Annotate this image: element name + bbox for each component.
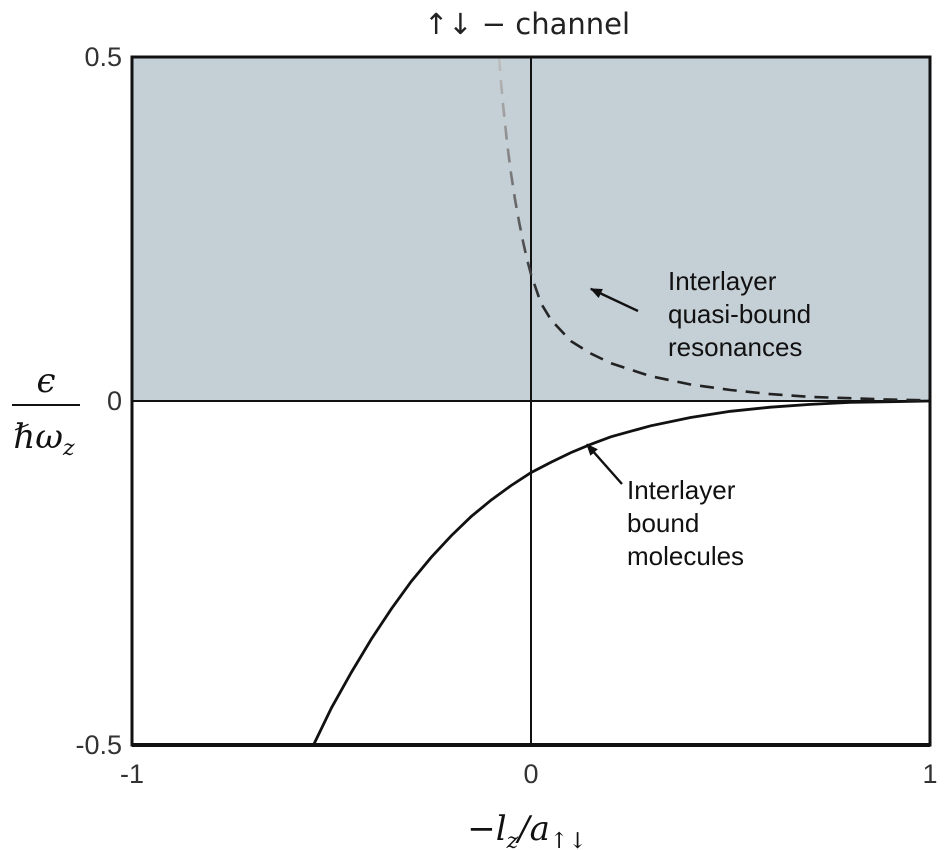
- zero-axes: [132, 57, 930, 745]
- x-tick-label: 1: [922, 759, 937, 789]
- annotation-line: Interlayer: [668, 266, 777, 296]
- annotation-line: molecules: [627, 541, 744, 571]
- x-axis-label-sub2: ↑↓: [550, 829, 587, 850]
- x-tick-label: 0: [523, 759, 538, 789]
- y-tick-label: 0: [107, 386, 122, 416]
- y-tick-label: 0.5: [84, 42, 122, 72]
- plot-frame: [130, 55, 932, 747]
- annotation-arrow: [585, 443, 623, 485]
- annotation-line: resonances: [668, 332, 802, 362]
- y-axis-label-numerator: ϵ: [36, 361, 55, 401]
- annotation-line: bound: [627, 508, 699, 538]
- y-axis-label: ϵ ℏωz: [12, 361, 80, 461]
- y-axis-label-denominator: ℏωz: [13, 417, 75, 461]
- bound-molecule-curve: [312, 399, 931, 746]
- tick-labels: -1 0 1 -0.5 0 0.5: [75, 42, 937, 789]
- y-axis-label-den-main: ℏω: [13, 417, 63, 457]
- annotation-line: quasi-bound: [668, 299, 811, 329]
- series-group: [312, 56, 931, 746]
- chart-title: ↑↓ − channel: [424, 7, 630, 41]
- annotation-arrow: [589, 287, 639, 313]
- x-axis-label-sub1: z: [506, 829, 519, 850]
- y-axis-label-den-sub: z: [62, 436, 75, 461]
- annotation-line: Interlayer: [627, 475, 736, 505]
- x-axis-label-main: −l: [467, 809, 506, 849]
- x-axis-label: −lz/a↑↓: [467, 809, 587, 850]
- y-tick-label: -0.5: [75, 730, 122, 760]
- x-axis-label-mid: /a: [515, 809, 550, 849]
- x-tick-label: -1: [120, 759, 144, 789]
